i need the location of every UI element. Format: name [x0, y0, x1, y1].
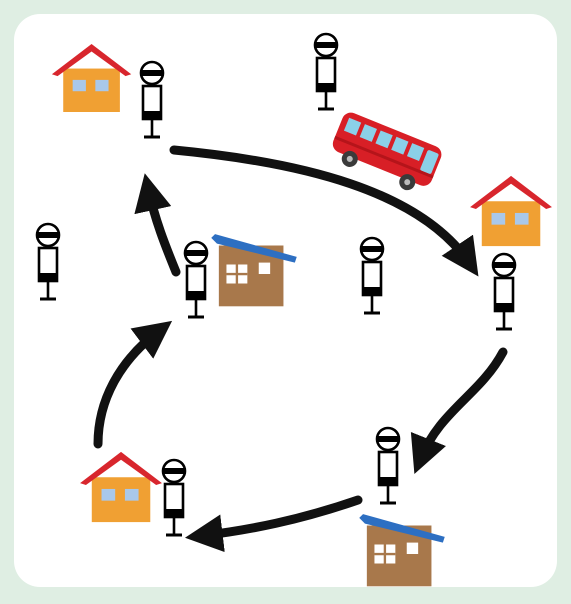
- cycle-arrows: [93, 145, 508, 553]
- arrow-icon: [169, 145, 479, 277]
- arrow-icon: [184, 495, 363, 553]
- arrow-icon: [410, 347, 508, 475]
- arrow-icon: [93, 320, 173, 449]
- arrow-icon: [134, 173, 181, 277]
